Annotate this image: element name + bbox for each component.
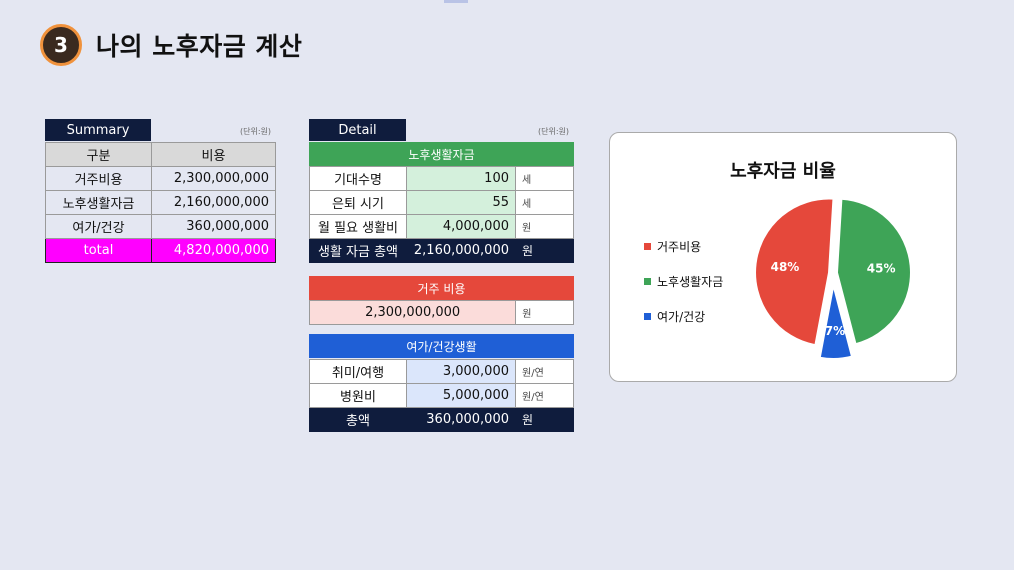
row-unit: 세 [515, 190, 574, 215]
table-row: 월 필요 생활비 4,000,000 원 [309, 214, 574, 239]
row-value: 4,000,000 [406, 214, 516, 239]
top-indicator [444, 0, 468, 3]
total-unit: 원 [515, 238, 574, 263]
leisure-total-row: 총액 360,000,000 원 [309, 407, 574, 432]
row-label: 거주비용 [45, 166, 152, 191]
housing-section-title: 거주 비용 [309, 276, 574, 300]
pie-chart: 48% 45% 7% [754, 197, 912, 360]
table-row: 은퇴 시기 55 세 [309, 190, 574, 215]
total-unit: 원 [515, 407, 574, 432]
detail-unit-note: (단위:원) [538, 127, 570, 136]
summary-header-row: 구분 비용 [45, 142, 276, 167]
legend-label: 여가/건강 [657, 310, 706, 324]
row-unit: 원/연 [515, 359, 574, 384]
total-value: 4,820,000,000 [151, 238, 276, 263]
total-label: total [45, 238, 152, 263]
table-row: 취미/여행 3,000,000 원/연 [309, 359, 574, 384]
pie-data-label: 7% [825, 324, 845, 338]
page-header: 3 나의 노후자금 계산 [40, 24, 302, 66]
living-fund-section-title: 노후생활자금 [309, 142, 574, 166]
table-row: 노후생활자금 2,160,000,000 [45, 190, 276, 215]
row-value: 360,000,000 [151, 214, 276, 239]
total-row: total 4,820,000,000 [45, 238, 276, 263]
page-title: 나의 노후자금 계산 [96, 32, 303, 61]
row-label: 기대수명 [309, 166, 407, 191]
total-label: 총액 [309, 407, 407, 432]
living-total-row: 생활 자금 총액 2,160,000,000 원 [309, 238, 574, 263]
summary-tab: Summary [45, 119, 151, 141]
pie-data-label: 45% [867, 261, 896, 275]
legend-swatch [644, 313, 651, 320]
row-value: 5,000,000 [406, 383, 516, 408]
legend-swatch [644, 243, 651, 250]
table-row: 기대수명 100 세 [309, 166, 574, 191]
row-value: 100 [406, 166, 516, 191]
pie-slice [835, 197, 912, 346]
pie-data-label: 48% [771, 260, 800, 274]
row-label: 취미/여행 [309, 359, 407, 384]
col-header-cost: 비용 [151, 142, 276, 167]
row-value: 3,000,000 [406, 359, 516, 384]
total-label: 생활 자금 총액 [309, 238, 407, 263]
chart-title: 노후자금 비율 [730, 161, 836, 182]
row-label: 월 필요 생활비 [309, 214, 407, 239]
row-label: 노후생활자금 [45, 190, 152, 215]
legend-item: 여가/건강 [644, 299, 723, 334]
table-row: 여가/건강 360,000,000 [45, 214, 276, 239]
row-unit: 원/연 [515, 383, 574, 408]
row-label: 병원비 [309, 383, 407, 408]
row-label: 여가/건강 [45, 214, 152, 239]
chart-card: 노후자금 비율 거주비용 노후생활자금 여가/건강 48% 45% 7% [609, 132, 957, 382]
col-header-category: 구분 [45, 142, 152, 167]
housing-table: 2,300,000,000 원 [308, 300, 574, 325]
table-row: 병원비 5,000,000 원/연 [309, 383, 574, 408]
leisure-table: 취미/여행 3,000,000 원/연 병원비 5,000,000 원/연 총액… [309, 359, 574, 432]
legend-item: 거주비용 [644, 229, 723, 264]
housing-unit: 원 [515, 300, 574, 325]
chart-legend: 거주비용 노후생활자금 여가/건강 [644, 229, 723, 334]
living-fund-table: 기대수명 100 세 은퇴 시기 55 세 월 필요 생활비 4,000,000… [309, 166, 574, 263]
legend-label: 노후생활자금 [657, 275, 724, 289]
total-value: 2,160,000,000 [406, 238, 516, 263]
pie-slice [754, 197, 835, 347]
row-unit: 세 [515, 166, 574, 191]
summary-unit-note: (단위:원) [240, 127, 272, 136]
row-value: 55 [406, 190, 516, 215]
table-row: 거주비용 2,300,000,000 [45, 166, 276, 191]
housing-value: 2,300,000,000 [308, 300, 517, 325]
row-unit: 원 [515, 214, 574, 239]
legend-label: 거주비용 [657, 240, 702, 254]
table-row: 2,300,000,000 원 [308, 300, 574, 325]
legend-swatch [644, 278, 651, 285]
row-label: 은퇴 시기 [309, 190, 407, 215]
leisure-section-title: 여가/건강생활 [309, 334, 574, 358]
legend-item: 노후생활자금 [644, 264, 723, 299]
summary-table: 구분 비용 거주비용 2,300,000,000 노후생활자금 2,160,00… [45, 142, 276, 263]
detail-tab: Detail [309, 119, 406, 141]
pie-slice [818, 284, 854, 360]
row-value: 2,160,000,000 [151, 190, 276, 215]
total-value: 360,000,000 [406, 407, 516, 432]
row-value: 2,300,000,000 [151, 166, 276, 191]
step-number-badge: 3 [40, 24, 82, 66]
